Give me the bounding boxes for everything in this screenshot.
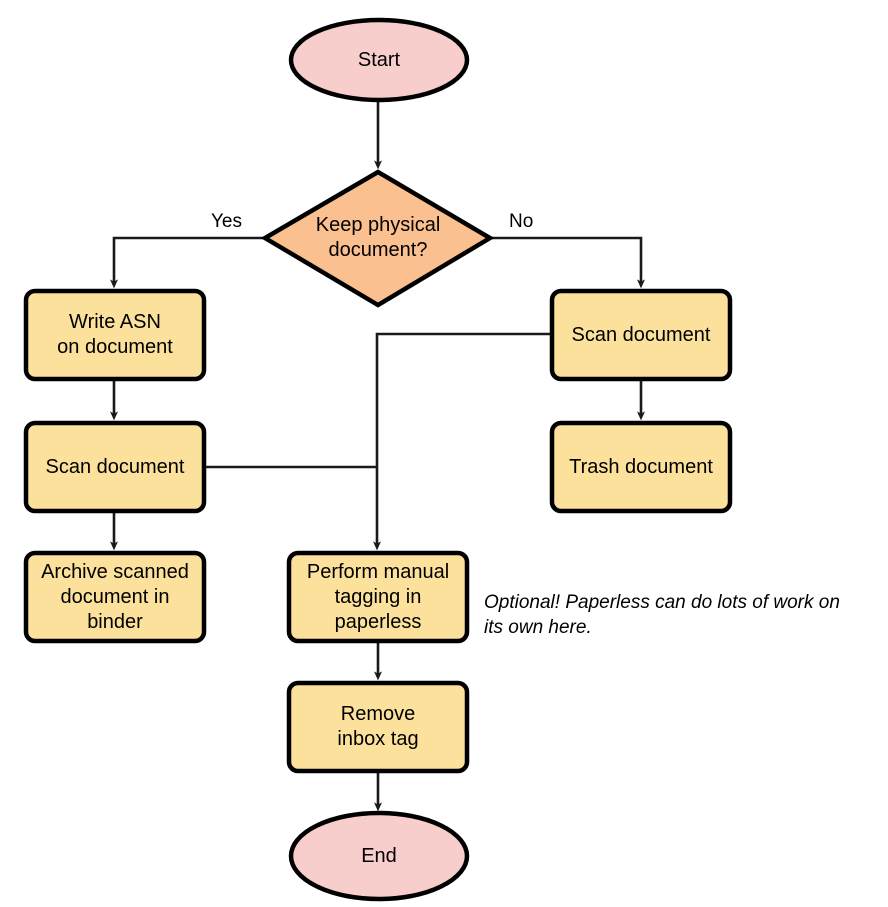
- node-scan-document-left[interactable]: [23, 420, 207, 514]
- node-decision-keep-physical-document[interactable]: [260, 169, 495, 308]
- optional-note: Optional! Paperless can do lots of work …: [484, 592, 840, 638]
- edge-label-yes: Yes: [211, 211, 242, 232]
- edge-scan-right-to-manual-tagging: [373, 332, 552, 551]
- edge-decision-no-to-scan-right: [490, 236, 645, 289]
- node-scan-document-right[interactable]: [549, 288, 733, 382]
- node-perform-manual-tagging-in-paperless[interactable]: [286, 550, 470, 644]
- node-trash-document[interactable]: [549, 420, 733, 514]
- edge-label-no: No: [509, 211, 534, 232]
- node-start[interactable]: [288, 17, 470, 103]
- node-archive-scanned-document-in-binder[interactable]: [23, 550, 207, 644]
- edge-decision-yes-to-write-asn: [110, 236, 265, 289]
- connector-group: [110, 100, 645, 812]
- node-write-asn-on-document[interactable]: [23, 288, 207, 382]
- node-remove-inbox-tag[interactable]: [286, 680, 470, 774]
- node-end[interactable]: [288, 810, 470, 902]
